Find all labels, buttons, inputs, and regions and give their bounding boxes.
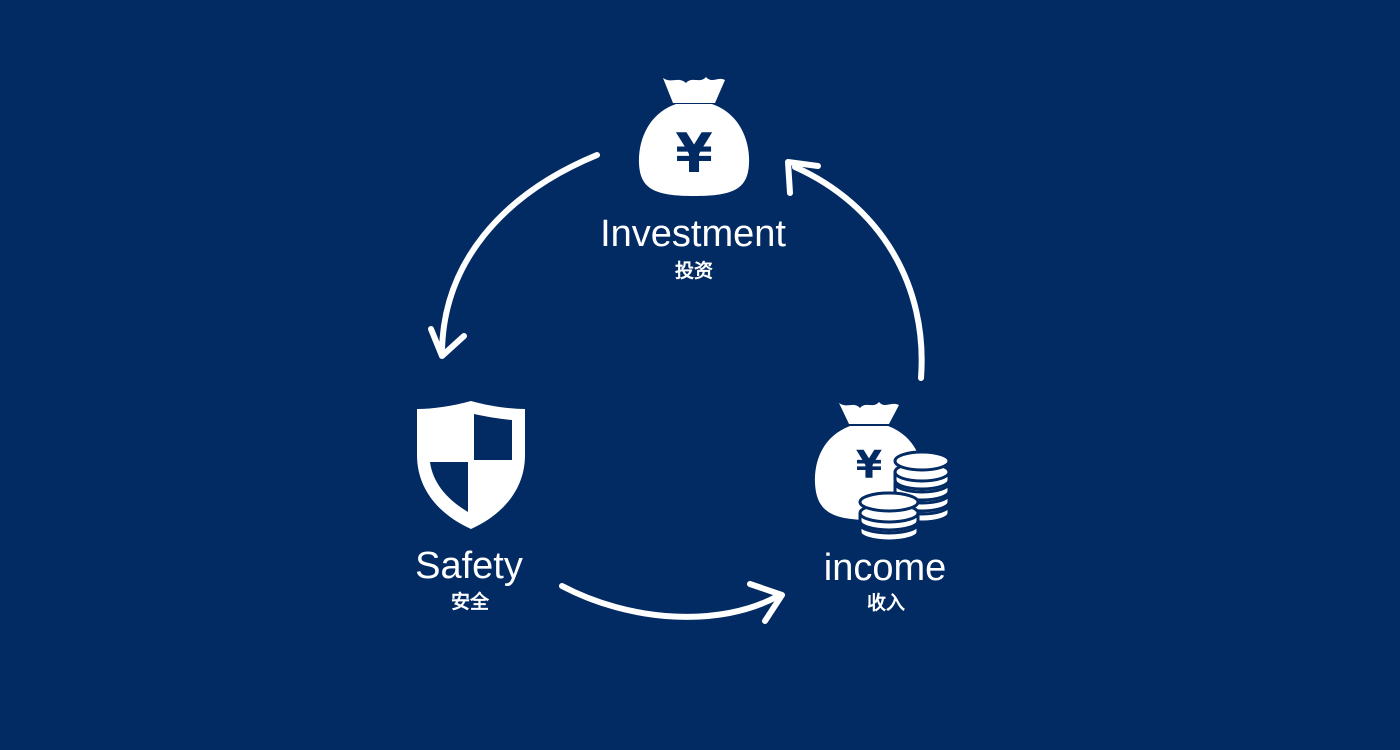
investment-label-cn: 投资 bbox=[674, 260, 714, 282]
safety-label-cn: 安全 bbox=[450, 591, 490, 613]
money-bag-icon: ¥ bbox=[638, 77, 750, 196]
arrow-income-to-investment bbox=[785, 159, 925, 381]
yuan-symbol: ¥ bbox=[675, 122, 713, 185]
money-bag-coins-icon: ¥ bbox=[814, 402, 951, 543]
safety-label: Safety bbox=[415, 545, 523, 587]
arrow-investment-to-safety bbox=[428, 152, 600, 359]
arrow-safety-to-income bbox=[559, 581, 785, 624]
shield-icon bbox=[417, 401, 525, 529]
income-label: income bbox=[823, 547, 947, 589]
income-label-cn: 收入 bbox=[866, 592, 906, 614]
yuan-symbol: ¥ bbox=[856, 443, 882, 487]
investment-label: Investment bbox=[600, 213, 786, 255]
coin-stack bbox=[858, 491, 920, 543]
